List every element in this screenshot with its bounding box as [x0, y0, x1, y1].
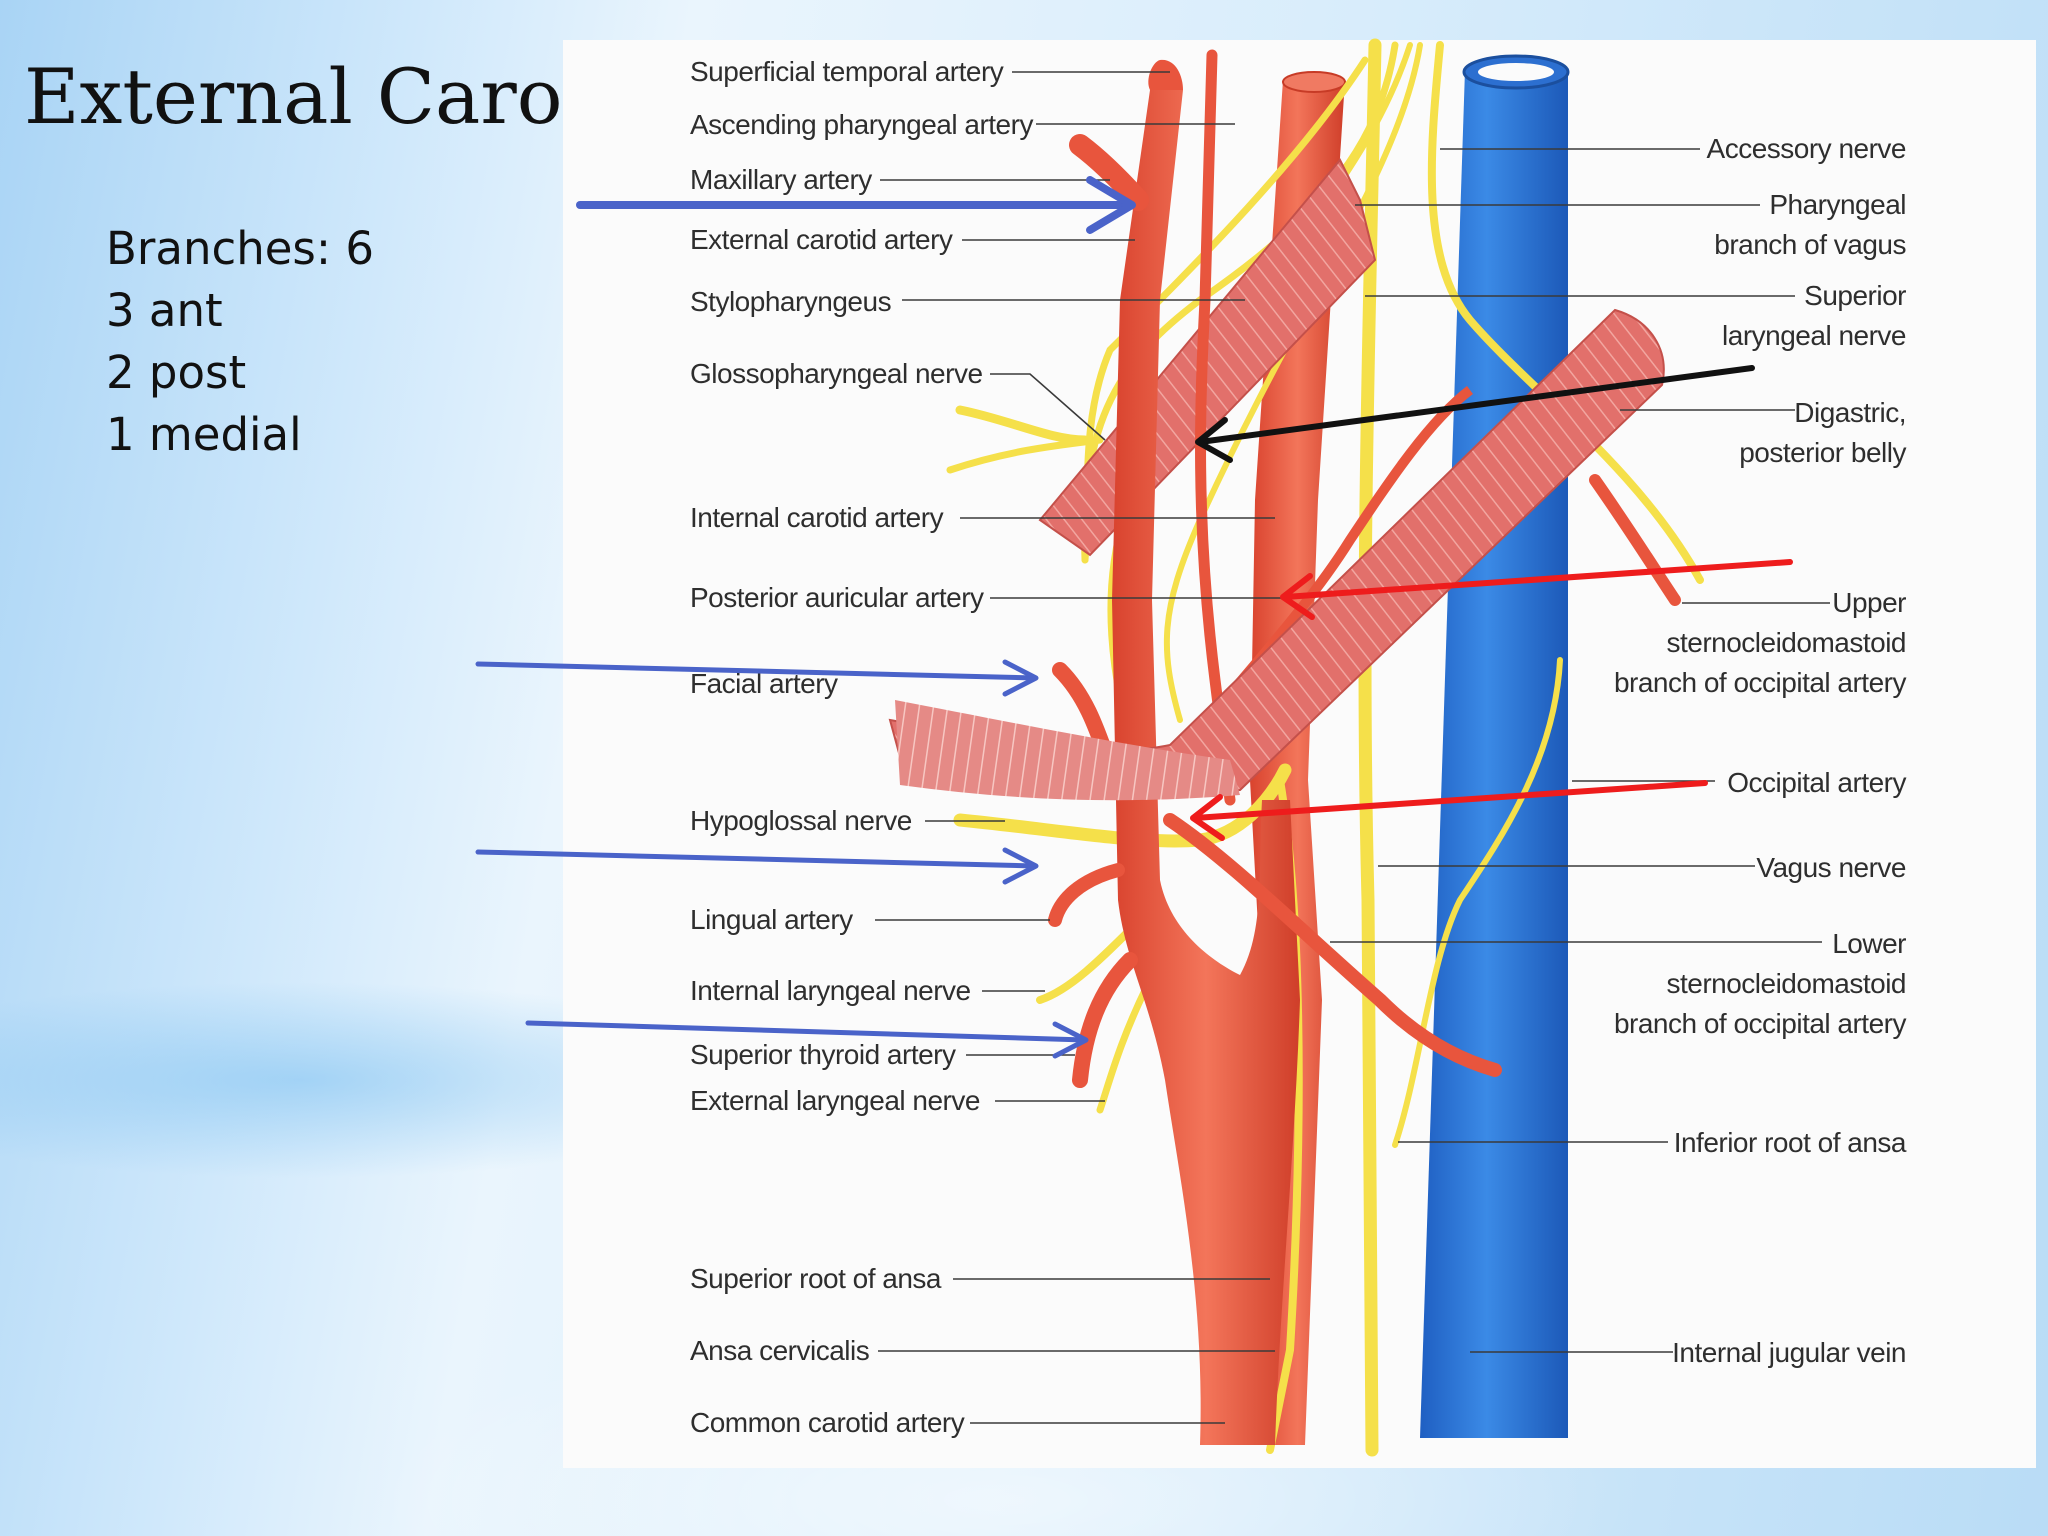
annotation-arrows — [475, 176, 1793, 1059]
ascending-pharyngeal-artery — [1195, 49, 1236, 806]
label-external-laryngeal-nerve: External laryngeal nerve — [690, 1085, 980, 1116]
label-maxillary-artery: Maxillary artery — [690, 164, 872, 195]
superior-thyroid-arrow — [525, 1020, 1089, 1059]
lingual-arrow — [475, 847, 1039, 885]
posterior-auricular-arrow — [1280, 559, 1793, 620]
occipital-arrow — [1190, 780, 1708, 841]
label-vagus-nerve: Vagus nerve — [1756, 852, 1906, 883]
label-digastric-line1: Digastric, — [1794, 397, 1906, 428]
label-lower-scm-line3: branch of occipital artery — [1614, 1008, 1907, 1039]
label-internal-carotid-artery: Internal carotid artery — [690, 502, 944, 533]
label-upper-scm-line2: sternocleidomastoid — [1666, 627, 1906, 658]
label-upper-scm-line1: Upper — [1832, 587, 1906, 618]
hypoglossal-nerve — [953, 763, 1292, 848]
label-posterior-auricular-artery: Posterior auricular artery — [690, 582, 984, 613]
ansa-inferior-root — [1392, 657, 1563, 1148]
label-lingual-artery: Lingual artery — [690, 904, 853, 935]
label-accessory-nerve: Accessory nerve — [1707, 133, 1906, 164]
label-external-carotid-artery: External carotid artery — [690, 224, 953, 255]
label-pharyngeal-branch-line1: Pharyngeal — [1769, 189, 1906, 220]
branch-summary-line: 2 post — [106, 346, 247, 399]
label-upper-scm-line3: branch of occipital artery — [1614, 667, 1907, 698]
label-ascending-pharyngeal-artery: Ascending pharyngeal artery — [690, 109, 1033, 140]
external-laryngeal-nerve — [1096, 976, 1154, 1114]
label-superficial-temporal-artery: Superficial temporal artery — [690, 56, 1004, 87]
facial-arrow — [475, 659, 1039, 697]
leader-lines — [875, 71, 1830, 1424]
label-glossopharyngeal-nerve: Glossopharyngeal nerve — [690, 358, 983, 389]
superficial-temporal-artery — [1148, 59, 1183, 90]
maxillary-artery — [1069, 134, 1149, 211]
label-superior-root-of-ansa: Superior root of ansa — [690, 1263, 942, 1294]
label-pharyngeal-branch-line2: branch of vagus — [1714, 229, 1906, 260]
vagus-nerve — [1358, 38, 1382, 1457]
label-common-carotid-artery: Common carotid artery — [690, 1407, 965, 1438]
label-superior-laryngeal-line2: laryngeal nerve — [1722, 320, 1906, 351]
branch-summary-line: 3 ant — [106, 284, 223, 337]
maxillary-arrow — [576, 176, 1136, 234]
branch-summary: Branches: 6 3 ant 2 post 1 medial — [106, 218, 374, 466]
label-ansa-cervicalis: Ansa cervicalis — [690, 1335, 869, 1366]
label-lower-scm-line1: Lower — [1832, 928, 1906, 959]
ascending-pharyngeal-arrow — [1195, 365, 1755, 463]
accessory-nerve — [1427, 41, 1704, 584]
label-superior-laryngeal-line1: Superior — [1804, 280, 1906, 311]
label-occipital-artery: Occipital artery — [1727, 767, 1906, 798]
label-inferior-root-of-ansa: Inferior root of ansa — [1674, 1127, 1907, 1158]
left-labels: Superficial temporal artery Ascending ph… — [690, 56, 1034, 1438]
branch-summary-line: 1 medial — [106, 408, 302, 461]
label-stylopharyngeus: Stylopharyngeus — [690, 286, 891, 317]
lingual-artery — [1048, 863, 1125, 927]
label-lower-scm-line2: sternocleidomastoid — [1666, 968, 1906, 999]
digastric-tendon — [895, 700, 1240, 801]
upper-scm-branch — [1589, 474, 1681, 606]
label-superior-thyroid-artery: Superior thyroid artery — [690, 1039, 956, 1070]
label-internal-jugular-vein: Internal jugular vein — [1672, 1337, 1906, 1368]
right-labels: Accessory nerve Pharyngeal branch of vag… — [1614, 133, 1907, 1368]
branch-summary-line: Branches: 6 — [106, 222, 374, 275]
label-digastric-line2: posterior belly — [1739, 437, 1906, 468]
superior-thyroid-artery — [1072, 952, 1138, 1088]
label-internal-laryngeal-nerve: Internal laryngeal nerve — [690, 975, 971, 1006]
label-hypoglossal-nerve: Hypoglossal nerve — [690, 805, 912, 836]
occipital-artery — [1163, 813, 1502, 1077]
